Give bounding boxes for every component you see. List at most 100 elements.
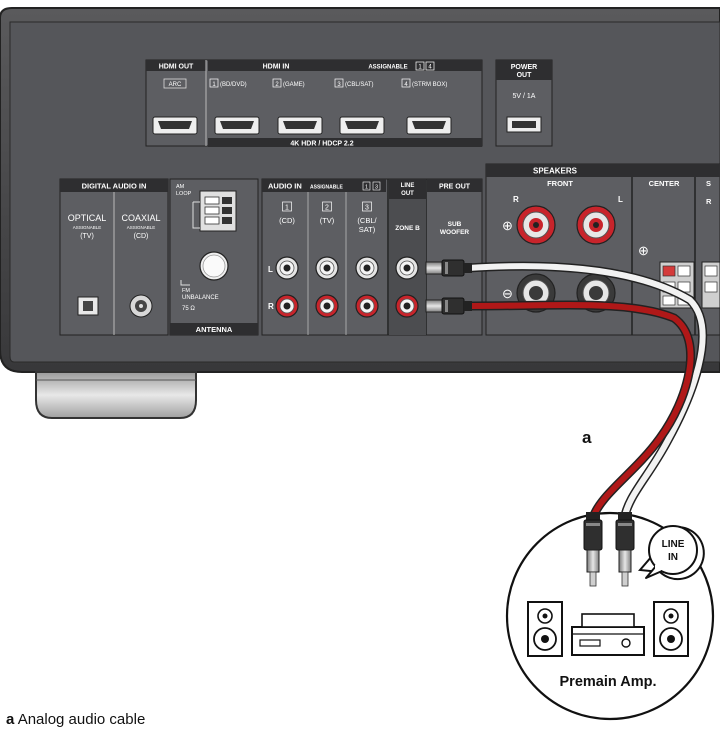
line-out-label-1: LINE [401, 183, 415, 189]
hdmi-in-3-port[interactable] [339, 116, 385, 135]
cable-label: a [582, 428, 592, 447]
hdmi-in-label: HDMI IN [263, 64, 290, 71]
surround-label-partial: S [706, 179, 711, 188]
optical-assign-label: ASSIGNABLE [73, 225, 102, 230]
center-label: CENTER [649, 179, 680, 188]
hdmi-section: HDMI OUT ARC HDMI IN ASSIGNABLE 1 4 1 (BD… [145, 59, 483, 148]
power-out-label-1: POWER [511, 64, 537, 71]
hdmi-footer-label: 4K HDR / HDCP 2.2 [290, 141, 353, 148]
coaxial-port[interactable] [129, 294, 153, 318]
audio-assign-1: 1 [365, 185, 368, 191]
rca-plug-red-receiver [425, 297, 472, 315]
subwoofer-label-2: WOOFER [440, 229, 470, 236]
receiver-foot [35, 371, 197, 419]
front-plus-label: ⊕ [502, 218, 513, 233]
hdmi-assign-1: 1 [418, 65, 422, 71]
audio-in-2-l-jack[interactable] [315, 256, 339, 280]
hdmi-in-1-number: 1 [212, 82, 216, 88]
pre-out-label: PRE OUT [439, 184, 471, 191]
digital-audio-label: DIGITAL AUDIO IN [82, 182, 147, 191]
speaker-right-icon [653, 601, 689, 657]
hdmi-assign-4: 4 [428, 65, 432, 71]
audio-in-3-l-jack[interactable] [355, 256, 379, 280]
audio-in-2-number: 2 [325, 205, 329, 212]
coaxial-src-label: (CD) [134, 233, 149, 240]
caption-text: Analog audio cable [17, 711, 146, 728]
rca-plug-red-amp [583, 512, 603, 587]
optical-label: OPTICAL [68, 213, 107, 223]
fm-ohm-label: 75 Ω [182, 306, 195, 312]
surround-terminal-partial[interactable] [701, 261, 720, 309]
hdmi-in-4-number: 4 [404, 82, 408, 88]
am-loop-label-1: AM [176, 184, 185, 190]
audio-in-3-r-jack[interactable] [355, 294, 379, 318]
audio-in-3-source: (CBL/ [357, 216, 377, 225]
hdmi-out-port[interactable] [152, 116, 198, 135]
figure-caption: a Analog audio cable [6, 711, 145, 728]
hdmi-in-4-port[interactable] [406, 116, 452, 135]
speaker-left-icon [527, 601, 563, 657]
hdmi-out-label: HDMI OUT [159, 64, 194, 71]
hdmi-arc-label: ARC [169, 82, 182, 88]
rca-plug-white-amp [615, 512, 635, 587]
hdmi-in-4-name: (STRM BOX) [412, 82, 447, 88]
center-plus-label: ⊕ [638, 243, 649, 258]
power-out-label-2: OUT [517, 72, 533, 79]
fm-label-1: FM [182, 288, 190, 294]
hdmi-in-1-port[interactable] [214, 116, 260, 135]
front-l-positive-terminal[interactable] [576, 205, 616, 245]
zone-b-label: ZONE B [395, 225, 420, 232]
hdmi-in-2-port[interactable] [277, 116, 323, 135]
hdmi-in-4-label-group: 4 (STRM BOX) [401, 78, 447, 88]
surround-r-label: R [706, 197, 712, 206]
zone-b-l-jack[interactable] [395, 256, 419, 280]
hdmi-in-3-number: 3 [337, 82, 341, 88]
line-in-bubble: LINE IN [637, 525, 705, 581]
front-r-label: R [513, 195, 519, 204]
front-label: FRONT [547, 179, 573, 188]
coaxial-label: COAXIAL [121, 213, 160, 223]
premain-amp-label: Premain Amp. [560, 674, 657, 690]
audio-in-2-r-jack[interactable] [315, 294, 339, 318]
front-minus-label: ⊖ [502, 286, 513, 301]
fm-antenna-jack[interactable] [199, 251, 229, 281]
front-l-label: L [618, 195, 623, 204]
hdmi-in-2-number: 2 [275, 82, 279, 88]
usb-power-port[interactable] [506, 116, 542, 133]
hdmi-in-1-name: (BD/DVD) [220, 82, 247, 88]
subwoofer-label-1: SUB [448, 221, 462, 228]
audio-assign-3: 3 [375, 185, 378, 191]
hdmi-assignable-label: ASSIGNABLE [368, 65, 407, 71]
line-out-label-2: OUT [401, 191, 414, 197]
audio-in-1-r-jack[interactable] [275, 294, 299, 318]
digital-audio-section: DIGITAL AUDIO IN OPTICAL ASSIGNABLE (TV)… [59, 178, 169, 336]
amplifier-unit-icon [571, 613, 645, 656]
rca-plug-white-receiver [425, 259, 472, 277]
audio-in-r-label: R [268, 302, 274, 311]
audio-in-3-number: 3 [365, 205, 369, 212]
caption-marker: a [6, 711, 15, 728]
optical-src-label: (TV) [80, 233, 94, 240]
line-in-label-2: IN [668, 552, 678, 563]
antenna-label: ANTENNA [196, 325, 233, 334]
optical-port[interactable] [77, 296, 99, 316]
fm-label-2: UNBALANCE [182, 295, 219, 301]
audio-in-2-source: (TV) [320, 216, 335, 225]
audio-in-label: AUDIO IN [268, 182, 302, 191]
hdmi-in-3-name: (CBL/SAT) [345, 82, 374, 88]
hdmi-in-2-name: (GAME) [283, 82, 305, 88]
front-r-positive-terminal[interactable] [516, 205, 556, 245]
audio-in-1-l-jack[interactable] [275, 256, 299, 280]
hdmi-in-3-label-group: 3 (CBL/SAT) [334, 78, 374, 88]
speakers-label: SPEAKERS [533, 167, 578, 176]
antenna-section: AM LOOP FM UNBALANCE 75 Ω ANTENNA [169, 178, 259, 336]
line-in-label-1: LINE [662, 539, 685, 550]
audio-in-1-number: 1 [285, 205, 289, 212]
audio-in-l-label: L [268, 265, 273, 274]
am-loop-terminal[interactable] [192, 190, 237, 232]
zone-b-r-jack[interactable] [395, 294, 419, 318]
audio-in-3-source-2: SAT) [359, 225, 376, 234]
am-loop-label-2: LOOP [176, 191, 192, 197]
audio-in-assignable-label: ASSIGNABLE [310, 185, 343, 191]
